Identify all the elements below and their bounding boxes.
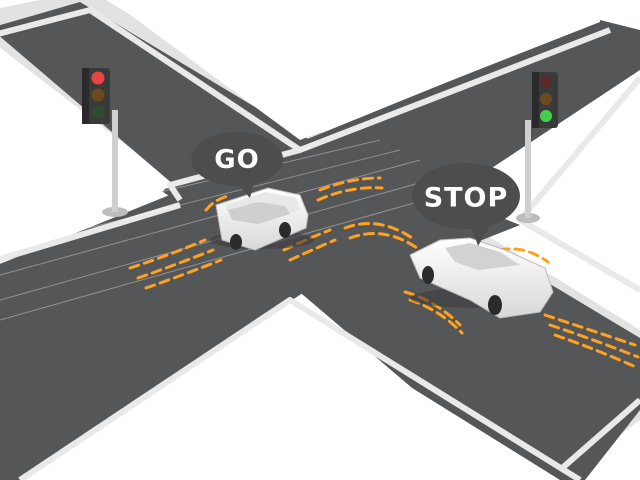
amber-signal-icon bbox=[540, 93, 552, 105]
pole bbox=[525, 120, 531, 218]
curb-bottom-right bbox=[558, 397, 640, 473]
pole bbox=[112, 110, 118, 212]
go-bubble-shape bbox=[191, 132, 283, 186]
sedan-body bbox=[409, 237, 554, 319]
curb-bottom bbox=[18, 297, 582, 480]
curb-top-right bbox=[298, 27, 612, 153]
motion-streaks bbox=[0, 139, 461, 321]
left-traffic-light bbox=[82, 68, 128, 217]
right-traffic-light bbox=[516, 72, 558, 223]
amber-signal-icon bbox=[91, 88, 105, 102]
sedan-window bbox=[445, 243, 520, 270]
minivan-window bbox=[228, 202, 290, 224]
go-label: GO bbox=[214, 145, 259, 175]
corner-right bbox=[530, 90, 640, 285]
go-bubble: GO bbox=[191, 132, 283, 198]
curb-bottom-left bbox=[0, 202, 181, 263]
corner-left bbox=[0, 50, 165, 255]
corner-top bbox=[110, 0, 600, 140]
corner-bottom bbox=[50, 312, 560, 480]
green-signal-icon bbox=[540, 110, 552, 122]
minivan-wheel bbox=[230, 234, 242, 250]
red-signal-icon bbox=[540, 76, 552, 88]
stop-bubble: STOP bbox=[412, 163, 520, 246]
sedan-wheel bbox=[488, 295, 502, 315]
red-signal-icon bbox=[91, 71, 105, 85]
stop-label: STOP bbox=[424, 183, 509, 214]
sedan bbox=[409, 237, 554, 319]
sedan-wheel bbox=[422, 266, 434, 284]
green-signal-icon bbox=[91, 105, 105, 119]
minivan bbox=[210, 187, 314, 251]
minivan-wheel bbox=[279, 222, 291, 238]
stop-bubble-shape bbox=[412, 163, 520, 229]
